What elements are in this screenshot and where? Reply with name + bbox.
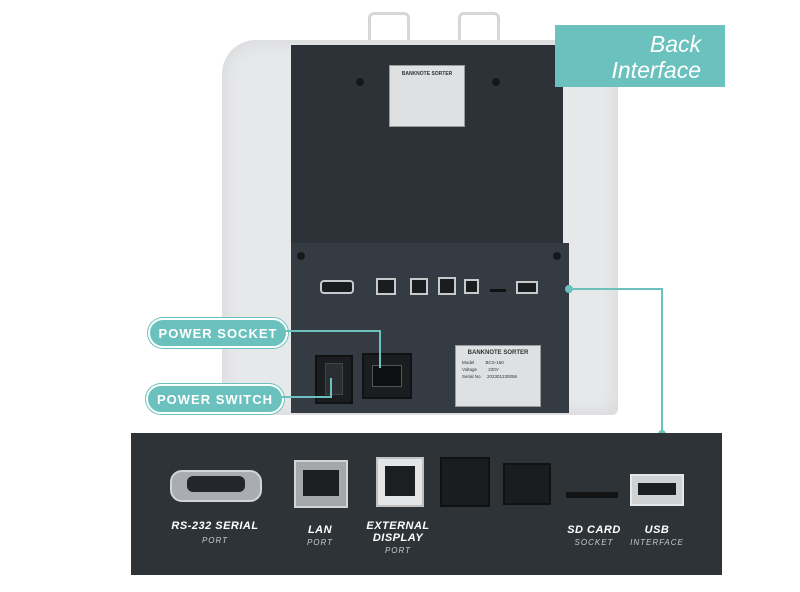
- power-socket[interactable]: [362, 353, 412, 399]
- square-port-icon-1: [440, 457, 490, 507]
- rs232-port-small: [320, 280, 354, 294]
- handle-right: [458, 12, 500, 45]
- rating-plate-upper: BANKNOTE SORTER: [389, 65, 465, 127]
- screw-icon: [492, 78, 500, 86]
- plate-row-serial: Serial No. 202301230056: [462, 374, 518, 379]
- power-socket-line-v: [379, 330, 381, 368]
- power-switch-line-h: [281, 396, 331, 398]
- square-port-small-1: [438, 277, 456, 295]
- plate-row-voltage: Voltage 220V: [462, 367, 499, 372]
- external-display-port-icon: [376, 457, 424, 507]
- usb-port-icon: [630, 474, 684, 506]
- sd-card-sublabel: SOCKET: [574, 538, 614, 547]
- screw-icon: [356, 78, 364, 86]
- external-display-sublabel: PORT: [384, 546, 412, 555]
- power-switch-callout: POWER SWITCH: [146, 384, 284, 414]
- title-line1: Back: [649, 31, 701, 57]
- ports-detail-panel: [131, 433, 722, 575]
- handle-left: [368, 12, 410, 45]
- external-display-label: EXTERNAL DISPLAY: [366, 520, 430, 544]
- usb-sublabel: INTERFACE: [630, 538, 684, 547]
- rating-plate-lower: BANKNOTE SORTER Model BCS-160 Voltage 22…: [455, 345, 541, 407]
- sd-card-slot-icon: [566, 492, 618, 498]
- plate-title: BANKNOTE SORTER: [467, 350, 529, 356]
- power-socket-callout: POWER SOCKET: [148, 318, 288, 348]
- usb-port-small: [516, 281, 538, 294]
- square-port-icon-2: [503, 463, 551, 505]
- usb-line-h: [572, 288, 662, 290]
- usb-callout-dot: [565, 285, 573, 293]
- power-switch-line-v: [330, 378, 332, 398]
- usb-line-v: [661, 288, 663, 435]
- square-port-small-2: [464, 279, 479, 294]
- plate-row-model: Model BCS-160: [462, 360, 504, 365]
- rs232-label: RS-232 SERIAL: [171, 520, 259, 532]
- sd-slot-small: [490, 289, 506, 292]
- lan-port-icon: [294, 460, 348, 508]
- power-socket-line-h: [285, 330, 380, 332]
- lan-sublabel: PORT: [306, 538, 334, 547]
- display-port-small: [410, 278, 428, 295]
- plate-title: BANKNOTE SORTER: [401, 71, 453, 77]
- lan-label: LAN: [307, 524, 333, 536]
- usb-label: USB: [644, 524, 670, 536]
- sd-card-label: SD CARD: [567, 524, 621, 536]
- title-line2: Interface: [611, 57, 702, 83]
- rs232-sublabel: PORT: [201, 536, 229, 545]
- screw-icon: [553, 252, 561, 260]
- screw-icon: [297, 252, 305, 260]
- power-switch[interactable]: [315, 355, 353, 404]
- lan-port-small: [376, 278, 396, 295]
- rs232-port-icon: [170, 470, 262, 502]
- back-interface-title: Back Interface: [555, 25, 725, 87]
